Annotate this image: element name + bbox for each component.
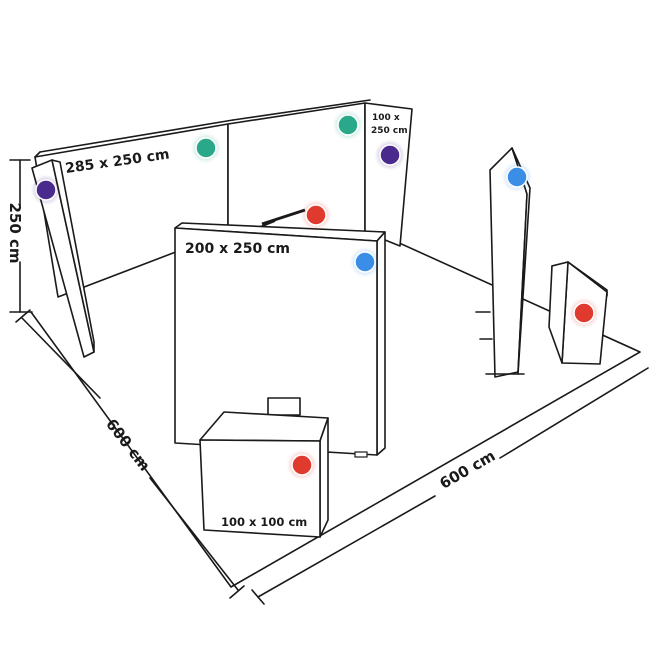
green-marker	[337, 114, 359, 136]
left-end-panel	[31, 159, 95, 358]
markers-group	[33, 112, 597, 478]
red-marker	[291, 454, 313, 476]
width-dimension	[251, 367, 649, 605]
depth-dimension	[15, 309, 245, 599]
height-dimension	[9, 159, 33, 313]
red-marker	[305, 204, 327, 226]
purple-marker	[379, 144, 401, 166]
corner-panel-label-line2: 250 cm	[371, 126, 408, 136]
red-marker	[573, 302, 595, 324]
purple-marker	[35, 179, 57, 201]
counter-label: 100 x 100 cm	[221, 515, 307, 529]
width-label: 600 cm	[437, 447, 499, 493]
depth-label: 600 cm	[102, 415, 154, 474]
blue-marker	[354, 251, 376, 273]
green-marker	[195, 137, 217, 159]
blue-marker	[506, 166, 528, 188]
center-wall-label: 200 x 250 cm	[185, 241, 290, 257]
corner-panel-label-line1: 100 x	[372, 113, 400, 123]
center-wall	[174, 222, 386, 458]
height-label: 250 cm	[6, 202, 24, 263]
